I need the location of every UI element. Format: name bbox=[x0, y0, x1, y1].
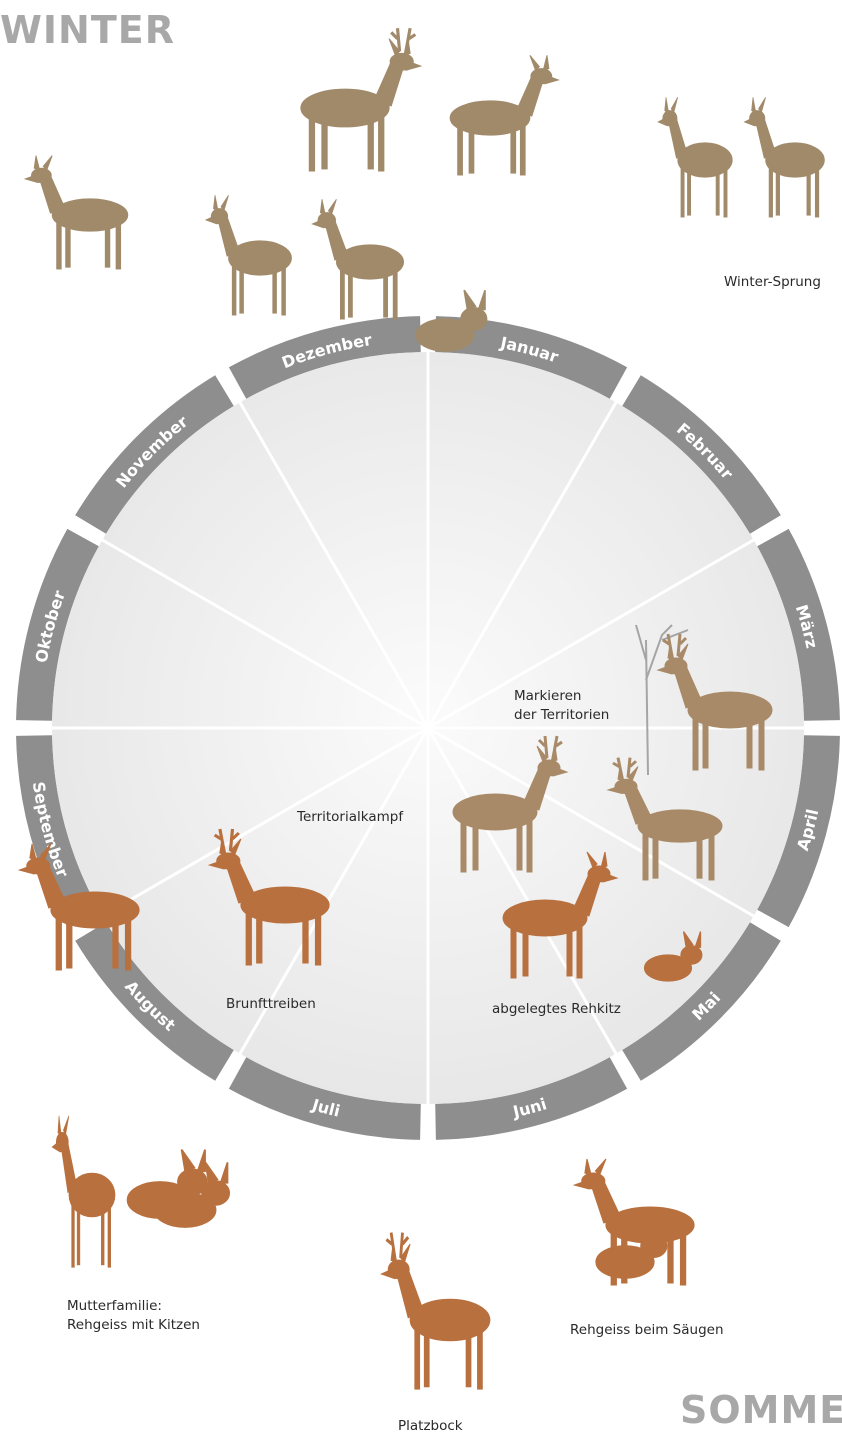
caption-platzbock: Platzbock bbox=[398, 1418, 463, 1435]
winter-buck bbox=[301, 28, 421, 171]
doe-with-fawn bbox=[503, 852, 617, 978]
winter-sprung-doe-2 bbox=[745, 97, 825, 217]
winter-doe-center bbox=[312, 199, 403, 319]
bedded-fawn bbox=[645, 932, 702, 981]
marking-buck bbox=[658, 634, 772, 770]
rut-buck bbox=[209, 829, 329, 965]
caption-mutterfamilie-1: Mutterfamilie: bbox=[67, 1298, 162, 1315]
caption-markieren-1: Markieren bbox=[514, 688, 581, 705]
caption-markieren-2: der Territorien bbox=[514, 707, 609, 724]
winter-doe-front bbox=[206, 195, 292, 315]
caption-saeugen: Rehgeiss beim Säugen bbox=[570, 1322, 724, 1339]
winter-doe-standing bbox=[450, 55, 558, 175]
winter-sprung-doe-1 bbox=[658, 97, 732, 217]
fighting-buck-left bbox=[453, 736, 567, 872]
winter-deer-group bbox=[25, 28, 824, 351]
caption-brunfttreiben: Brunfttreiben bbox=[226, 996, 316, 1013]
platzbock-buck bbox=[382, 1233, 490, 1389]
mother-doe bbox=[52, 1116, 115, 1267]
winter-doe-lying bbox=[416, 290, 486, 351]
winter-doe-grazing bbox=[25, 156, 128, 269]
rut-doe bbox=[19, 844, 139, 970]
fighting-buck-right bbox=[608, 758, 722, 880]
caption-mutterfamilie-2: Rehgeiss mit Kitzen bbox=[67, 1317, 200, 1334]
caption-territorialkampf: Territorialkampf bbox=[297, 809, 403, 826]
caption-winter-sprung: Winter-Sprung bbox=[724, 274, 821, 291]
spring-deer-group bbox=[453, 634, 772, 880]
caption-abgelegtes-rehkitz: abgelegtes Rehkitz bbox=[492, 1001, 621, 1018]
